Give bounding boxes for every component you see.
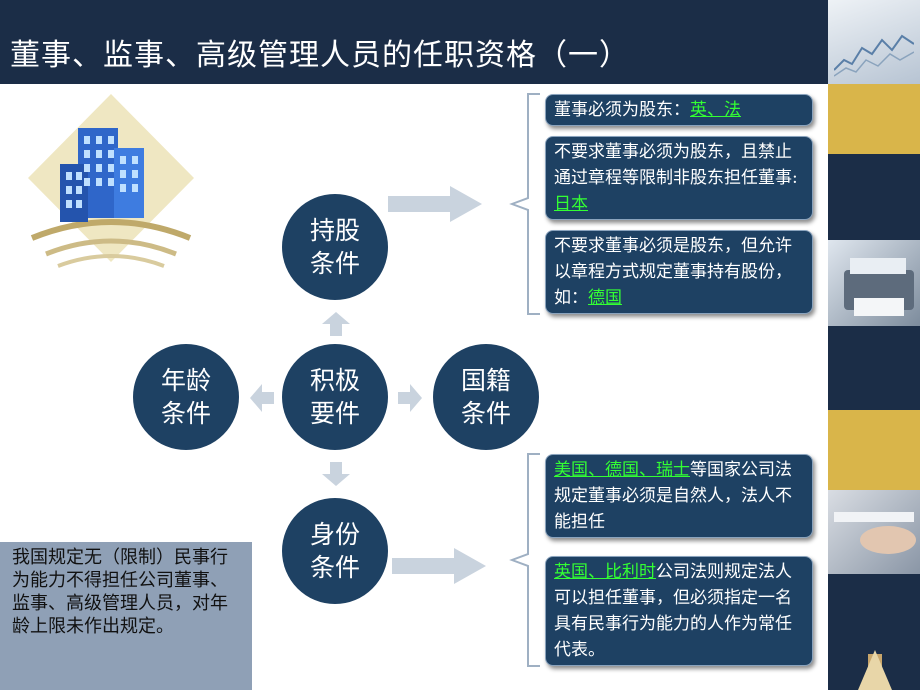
circle-nationality-condition: 国籍 条件 — [433, 344, 539, 450]
arrow-right-icon — [398, 384, 422, 412]
shareholding-box-uk-france: 董事必须为股东：英、法 — [545, 94, 813, 126]
gold-panel-2 — [828, 410, 920, 490]
arrow-to-identity-boxes-icon — [392, 548, 486, 584]
circle-age-condition: 年龄 条件 — [133, 344, 239, 450]
circle-label-line1: 年龄 — [160, 366, 211, 395]
circle-label-line1: 国籍 — [460, 366, 511, 395]
circle-label-line1: 持股 — [309, 216, 360, 245]
shareholding-box-japan: 不要求董事必须为股东，且禁止通过章程等限制非股东担任董事: 日本 — [545, 136, 813, 220]
box-text: 不要求董事必须为股东，且禁止通过章程等限制非股东担任董事: — [554, 142, 798, 188]
dark-panel-3 — [828, 574, 920, 690]
dark-panel-2 — [828, 326, 920, 410]
hand-photo — [828, 490, 920, 574]
circle-label-line2: 条件 — [309, 249, 360, 278]
dark-panel — [828, 154, 920, 240]
arrow-down-icon — [322, 462, 350, 486]
hand-icon — [834, 512, 916, 554]
age-requirement-note: 我国规定无（限制）民事行为能力不得担任公司董事、监事、高级管理人员，对年龄上限未… — [0, 542, 252, 690]
circle-shareholding-condition: 持股 条件 — [282, 194, 388, 300]
circle-label-line1: 身份 — [309, 520, 360, 549]
circle-label-line2: 要件 — [309, 399, 360, 428]
gold-panel — [828, 84, 920, 154]
box-text: 董事必须为股东： — [554, 100, 690, 120]
shareholding-box-germany: 不要求董事必须是股东，但允许以章程方式规定董事持有股份，如：德国 — [545, 230, 813, 314]
title-bar: 董事、监事、高级管理人员的任职资格（一） — [0, 0, 828, 84]
identity-bracket — [509, 453, 540, 667]
printer-photo — [828, 240, 920, 326]
circle-label-line2: 条件 — [160, 399, 211, 428]
circle-label-line2: 条件 — [460, 399, 511, 428]
circle-identity-condition: 身份 条件 — [282, 498, 388, 604]
country-highlight: 日本 — [554, 194, 588, 214]
shareholding-bracket — [509, 93, 540, 315]
decorative-image-strip — [828, 0, 920, 690]
country-highlight: 德国 — [588, 288, 622, 308]
slide-title: 董事、监事、高级管理人员的任职资格（一） — [10, 38, 630, 73]
chart-photo — [828, 0, 920, 84]
country-highlight: 英国、比利时 — [554, 562, 656, 582]
printer-icon — [844, 258, 914, 316]
building-icon — [28, 94, 194, 268]
identity-box-legal-person: 英国、比利时公司法则规定法人可以担任董事，但必须指定一名具有民事行为能力的人作为… — [545, 556, 813, 666]
circle-label-line2: 条件 — [309, 553, 360, 582]
box-text: 等国家公司法规定董事必须是自然人，法人不能担任 — [554, 460, 792, 532]
identity-box-natural-person: 美国、德国、瑞士等国家公司法规定董事必须是自然人，法人不能担任 — [545, 454, 813, 538]
circle-label-line1: 积极 — [309, 366, 360, 395]
arrow-to-shareholding-boxes-icon — [388, 186, 482, 222]
arrow-up-icon — [322, 312, 350, 336]
line-chart-icon — [834, 34, 914, 77]
country-highlight: 美国、德国、瑞士 — [554, 460, 690, 480]
tower-icon — [858, 650, 892, 690]
box-text: 公司法则规定法人可以担任董事，但必须指定一名具有民事行为能力的人作为常任代表。 — [554, 562, 792, 660]
country-highlight: 英、法 — [690, 100, 741, 120]
box-text: 不要求董事必须是股东，但允许以章程方式规定董事持有股份，如： — [554, 236, 792, 308]
arrow-left-icon — [250, 384, 274, 412]
center-circle-positive-requirements: 积极 要件 — [282, 344, 388, 450]
